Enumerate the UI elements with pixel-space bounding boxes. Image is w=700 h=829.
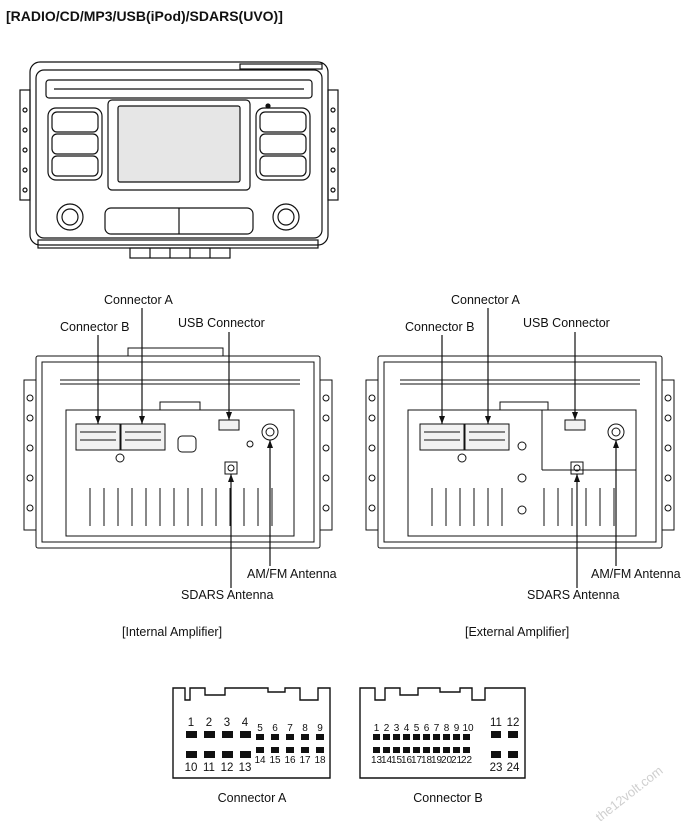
connector-b-pins [373, 731, 518, 758]
pin-label: 7 [287, 723, 293, 734]
pin-label: 7 [434, 723, 440, 734]
pin-label: 8 [444, 723, 450, 734]
pin-label: 1 [188, 717, 194, 729]
pin-label: 20 [441, 755, 453, 766]
external-sdars-antenna-label: SDARS Antenna [527, 588, 619, 602]
pin-label: 4 [404, 723, 410, 734]
external-amfm-antenna-label: AM/FM Antenna [591, 567, 681, 581]
pin-label: 3 [394, 723, 400, 734]
back-view-external [365, 308, 675, 588]
pin-label: 6 [272, 723, 278, 734]
external-amplifier-caption: [External Amplifier] [465, 625, 569, 639]
internal-connector-b-label: Connector B [60, 320, 129, 334]
connector-b-pin-numbers: 1 2 3 4 5 6 7 8 9 10 11 12 13 14 15 16 1… [371, 717, 520, 774]
pin-label: 11 [490, 717, 502, 729]
pin-label: 24 [507, 762, 520, 774]
pin-label: 11 [203, 762, 215, 774]
pin-label: 13 [371, 755, 383, 766]
pin-label: 14 [381, 755, 393, 766]
external-connector-b-label: Connector B [405, 320, 474, 334]
pin-label: 8 [302, 723, 308, 734]
pin-label: 5 [257, 723, 263, 734]
pin-label: 18 [421, 755, 433, 766]
pin-label: 1 [374, 723, 380, 734]
connector-b-caption: Connector B [413, 791, 482, 805]
connector-a-pins [186, 731, 324, 758]
pin-label: 2 [384, 723, 390, 734]
external-usb-connector-label: USB Connector [523, 316, 610, 330]
pin-label: 16 [284, 755, 296, 766]
connector-a-outline [172, 687, 331, 779]
watermark: the12volt.com [593, 763, 666, 825]
pin-label: 9 [317, 723, 323, 734]
back-view-internal [23, 308, 333, 588]
internal-amplifier-caption: [Internal Amplifier] [122, 625, 222, 639]
pin-label: 5 [414, 723, 420, 734]
pin-label: 13 [239, 762, 252, 774]
pin-label: 12 [221, 762, 234, 774]
internal-amfm-antenna-label: AM/FM Antenna [247, 567, 337, 581]
leader-arrows-internal [95, 412, 273, 482]
pin-label: 15 [391, 755, 403, 766]
pin-label: 19 [431, 755, 443, 766]
pin-label: 10 [462, 723, 474, 734]
internal-connector-a-label: Connector A [104, 293, 173, 307]
pin-label: 17 [299, 755, 311, 766]
head-unit-front [19, 61, 339, 259]
connector-b-outline [359, 687, 526, 779]
pin-label: 4 [242, 717, 249, 729]
pin-label: 9 [454, 723, 460, 734]
page-title: [RADIO/CD/MP3/USB(iPod)/SDARS(UVO)] [6, 8, 283, 24]
connector-a-caption: Connector A [218, 791, 287, 805]
pin-label: 6 [424, 723, 430, 734]
pin-label: 21 [451, 755, 463, 766]
pin-label: 15 [269, 755, 281, 766]
pin-label: 18 [314, 755, 326, 766]
pin-label: 12 [507, 717, 520, 729]
internal-usb-connector-label: USB Connector [178, 316, 265, 330]
pin-label: 22 [461, 755, 473, 766]
pin-label: 10 [185, 762, 198, 774]
leader-arrows-external [439, 412, 619, 482]
internal-sdars-antenna-label: SDARS Antenna [181, 588, 273, 602]
pin-label: 2 [206, 717, 212, 729]
pin-label: 23 [490, 762, 503, 774]
external-connector-a-label: Connector A [451, 293, 520, 307]
pin-label: 3 [224, 717, 230, 729]
pin-label: 14 [254, 755, 266, 766]
pin-label: 17 [411, 755, 423, 766]
connector-a-pin-numbers: 1 2 3 4 5 6 7 8 9 10 11 12 13 14 15 16 1… [185, 717, 326, 774]
pin-label: 16 [401, 755, 413, 766]
